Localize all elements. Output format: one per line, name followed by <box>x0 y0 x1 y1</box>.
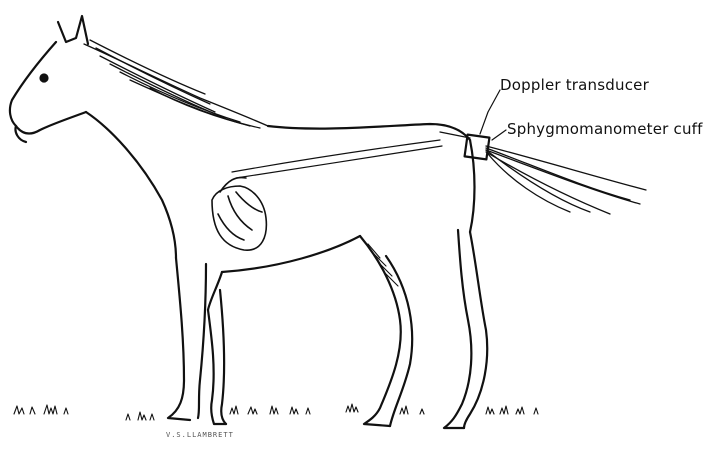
cuff-leader-line <box>492 130 506 140</box>
ground-grass <box>14 404 538 420</box>
horse-body <box>86 112 475 310</box>
doppler-leader-line <box>480 90 500 134</box>
horse-mane <box>84 40 268 128</box>
artist-signature: V.S.LLAMBRETT <box>166 431 234 439</box>
hind-legs <box>360 230 487 428</box>
sphygmomanometer-cuff-label: Sphygmomanometer cuff <box>507 120 703 138</box>
horse-head <box>10 16 88 142</box>
heart-drawing <box>212 178 266 251</box>
doppler-transducer-label: Doppler transducer <box>500 76 649 94</box>
